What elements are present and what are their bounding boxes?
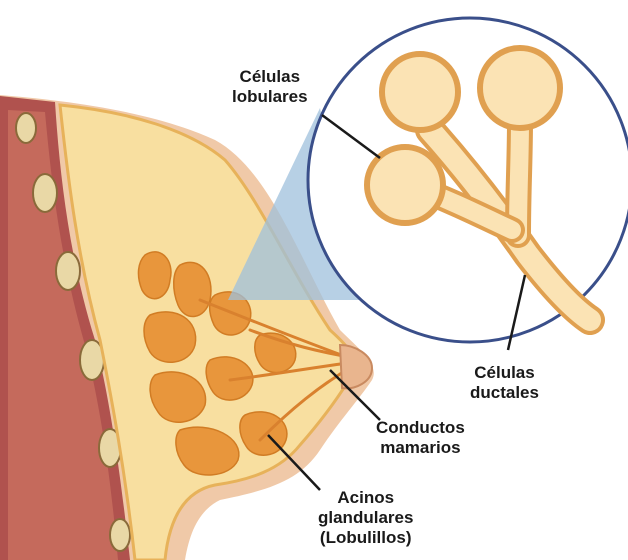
milk-ducts-label: Conductos mamarios — [376, 418, 465, 458]
acinus — [367, 147, 443, 223]
lobule — [144, 312, 196, 362]
lobule — [174, 262, 211, 316]
rib — [33, 174, 57, 212]
glandular-acini-line2: glandulares — [318, 508, 413, 528]
glandular-acini-line1: Acinos — [318, 488, 413, 508]
acinus — [382, 54, 458, 130]
rib — [16, 113, 36, 143]
glandular-acini-label: Acinos glandulares (Lobulillos) — [318, 488, 413, 548]
lobular-cells-line1: Células — [232, 67, 308, 87]
ductal-cells-label: Células ductales — [470, 363, 539, 403]
lobular-cells-label: Células lobulares — [232, 67, 308, 107]
milk-ducts-line2: mamarios — [376, 438, 465, 458]
lobular-cells-line2: lobulares — [232, 87, 308, 107]
ductal-cells-line1: Células — [470, 363, 539, 383]
ductal-cells-line2: ductales — [470, 383, 539, 403]
glandular-acini-line3: (Lobulillos) — [318, 528, 413, 548]
duct-branch-inner — [518, 120, 520, 235]
lobule — [138, 252, 171, 299]
rib — [56, 252, 80, 290]
rib — [110, 519, 130, 551]
acinus — [480, 48, 560, 128]
milk-ducts-line1: Conductos — [376, 418, 465, 438]
